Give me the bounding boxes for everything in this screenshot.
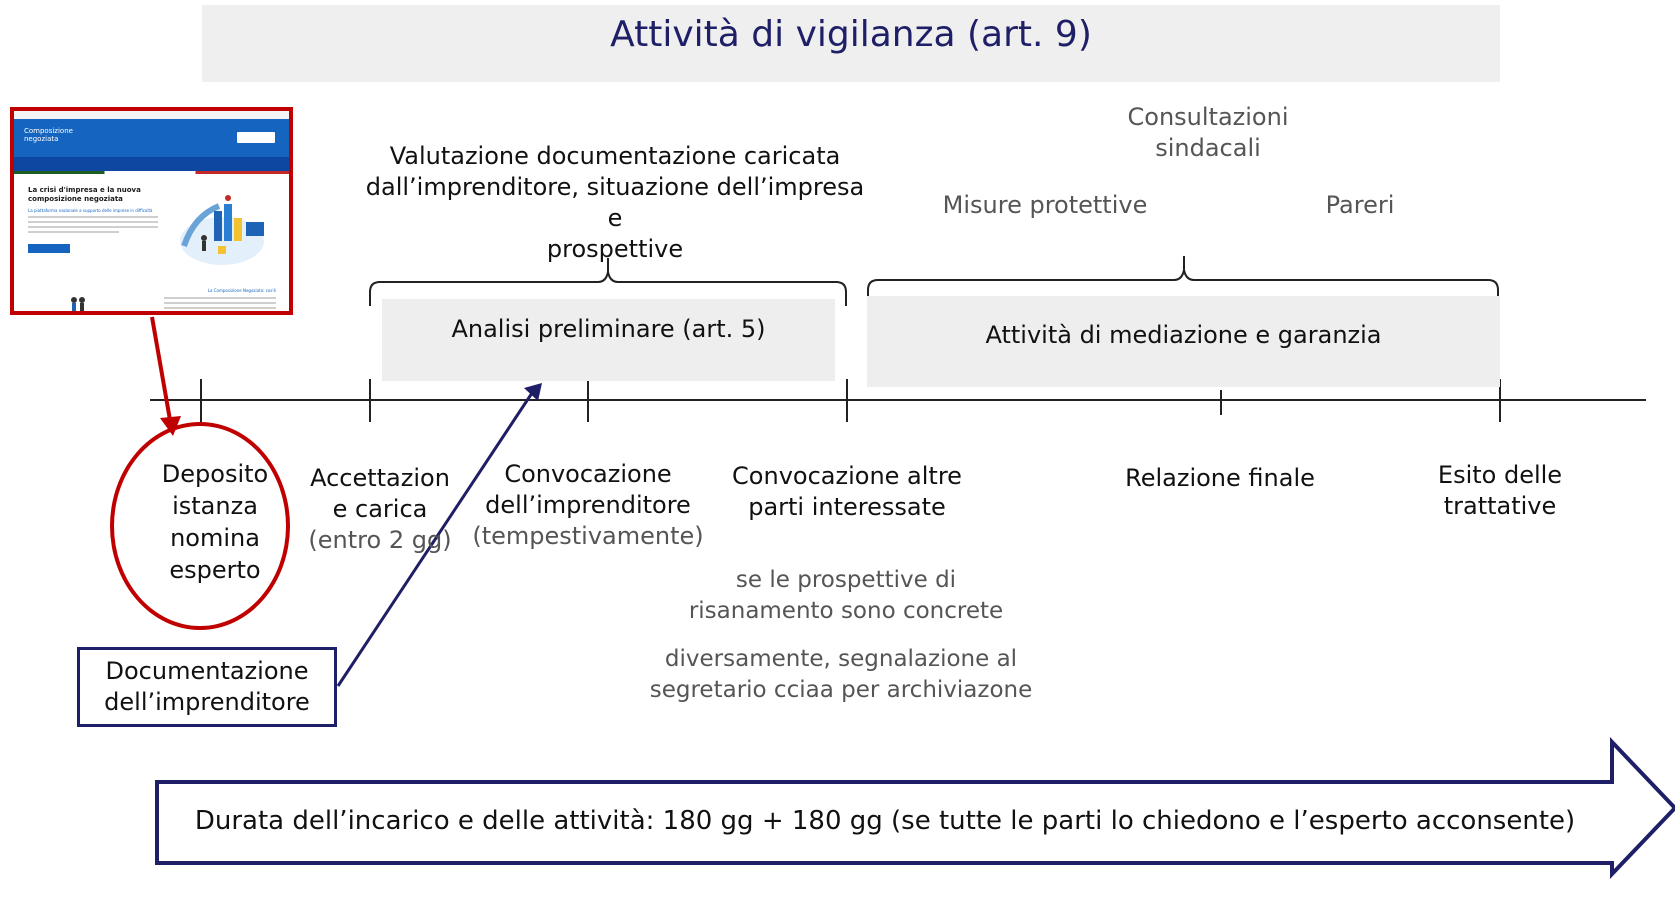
milestone-convocazione-altre-line1: Convocazione altre: [732, 462, 962, 490]
thumbnail-body: La crisi d'impresa e la nuova composizio…: [14, 174, 289, 311]
duration-arrow: [155, 737, 1675, 879]
thumbnail-topbar: [14, 111, 289, 119]
label-misure-protettive: Misure protettive: [942, 191, 1148, 219]
duration-text: Durata dell’incarico e delle attività: 1…: [194, 806, 1576, 836]
thumbnail-login-button: [237, 132, 275, 143]
label-valutazione-line3: prospettive: [546, 235, 684, 263]
label-valutazione: Valutazione documentazione caricata dall…: [360, 141, 870, 265]
label-consultazioni: Consultazioni sindacali: [1078, 102, 1338, 164]
milestone-convocazione-imp-line2: dell’imprenditore: [485, 491, 691, 519]
navy-arrow-head: [524, 383, 542, 401]
thumbnail-logo-line2: negoziata: [24, 135, 59, 143]
note-prospettive: se le prospettive di risanamento sono co…: [660, 565, 1032, 627]
thumbnail-heading: La crisi d'impresa e la nuova composizio…: [28, 186, 141, 203]
label-valutazione-line2: dall’imprenditore, situazione dell’impre…: [365, 173, 865, 232]
label-valutazione-line1: Valutazione documentazione caricata: [389, 142, 841, 170]
note-diversamente-line2: segretario cciaa per archiviazone: [649, 677, 1033, 703]
page-title: Attività di vigilanza (art. 9): [610, 14, 1092, 55]
thumbnail-cta-button: [28, 244, 70, 253]
label-pareri: Pareri: [1325, 191, 1395, 219]
milestone-accettazione-line1: Accettazion: [310, 464, 450, 492]
milestone-deposito-line2: istanza: [172, 492, 258, 520]
milestone-accettazione: Accettazion e carica (entro 2 gg): [300, 463, 460, 556]
navy-arrow: [336, 392, 534, 687]
milestone-esito: Esito delle trattative: [1400, 460, 1600, 522]
thumbnail-logo-line1: Composizione: [24, 127, 73, 135]
milestone-accettazione-note: (entro 2 gg): [308, 526, 452, 554]
label-consultazioni-line1: Consultazioni: [1127, 103, 1289, 131]
documentazione-box: Documentazione dell’imprenditore: [77, 647, 337, 727]
deposito-circle: [110, 422, 290, 630]
milestone-deposito-line3: nomina: [170, 524, 260, 552]
documentazione-line1: Documentazione: [105, 657, 309, 685]
phase-mediazione-label: Attività di mediazione e garanzia: [985, 321, 1382, 349]
milestone-esito-line2: trattative: [1443, 492, 1557, 520]
thumbnail-logo: Composizione negoziata: [24, 127, 73, 143]
thumbnail-section-title: La Composizione Negoziata: cos'è: [207, 288, 276, 293]
label-consultazioni-line2: sindacali: [1155, 134, 1261, 162]
milestone-convocazione-altre: Convocazione altre parti interessate: [722, 461, 972, 523]
thumbnail-paragraph: [28, 216, 158, 236]
note-prospettive-line2: risanamento sono concrete: [688, 598, 1004, 624]
brace-valutazione: [369, 258, 847, 306]
milestone-deposito-line1: Deposito: [161, 460, 269, 488]
note-prospettive-line1: se le prospettive di: [735, 567, 957, 593]
documentazione-label: Documentazione dell’imprenditore: [80, 656, 334, 718]
thumbnail-header: Composizione negoziata: [14, 119, 289, 157]
phase-analisi-label: Analisi preliminare (art. 5): [451, 315, 766, 343]
documentazione-line2: dell’imprenditore: [104, 688, 310, 716]
milestone-deposito-line4: esperto: [169, 556, 261, 584]
milestone-convocazione-imp-note: (tempestivamente): [472, 522, 704, 550]
note-diversamente: diversamente, segnalazione al segretario…: [640, 644, 1042, 706]
milestone-accettazione-line2: e carica: [332, 495, 428, 523]
thumbnail-subheading: La piattaforma nazionale a supporto dell…: [28, 208, 153, 213]
brace-mediazione: [867, 256, 1499, 302]
website-thumbnail: Composizione negoziata La crisi d'impres…: [10, 107, 293, 315]
milestone-relazione-finale: Relazione finale: [1125, 464, 1315, 492]
milestone-convocazione-altre-line2: parti interessate: [748, 493, 946, 521]
phase-analisi-box: Analisi preliminare (art. 5): [382, 299, 835, 381]
phase-mediazione-box: Attività di mediazione e garanzia: [867, 296, 1500, 387]
milestone-convocazione-imp-line1: Convocazione: [504, 460, 672, 488]
milestone-deposito: Deposito istanza nomina esperto: [125, 458, 305, 586]
note-diversamente-line1: diversamente, segnalazione al: [664, 646, 1018, 672]
title-bar: [202, 5, 1500, 82]
milestone-esito-line1: Esito delle: [1437, 461, 1563, 489]
red-arrow-head: [160, 416, 181, 436]
milestone-convocazione-imprenditore: Convocazione dell’imprenditore (tempesti…: [458, 459, 718, 552]
thumbnail-nav: [14, 157, 289, 171]
thumbnail-illustration: [180, 195, 264, 265]
thumbnail-section: La Composizione Negoziata: cos'è: [164, 288, 276, 311]
thumbnail-flag-stripe: [14, 171, 289, 174]
thumbnail-people-illustration: [71, 297, 85, 311]
red-arrow: [150, 316, 172, 421]
